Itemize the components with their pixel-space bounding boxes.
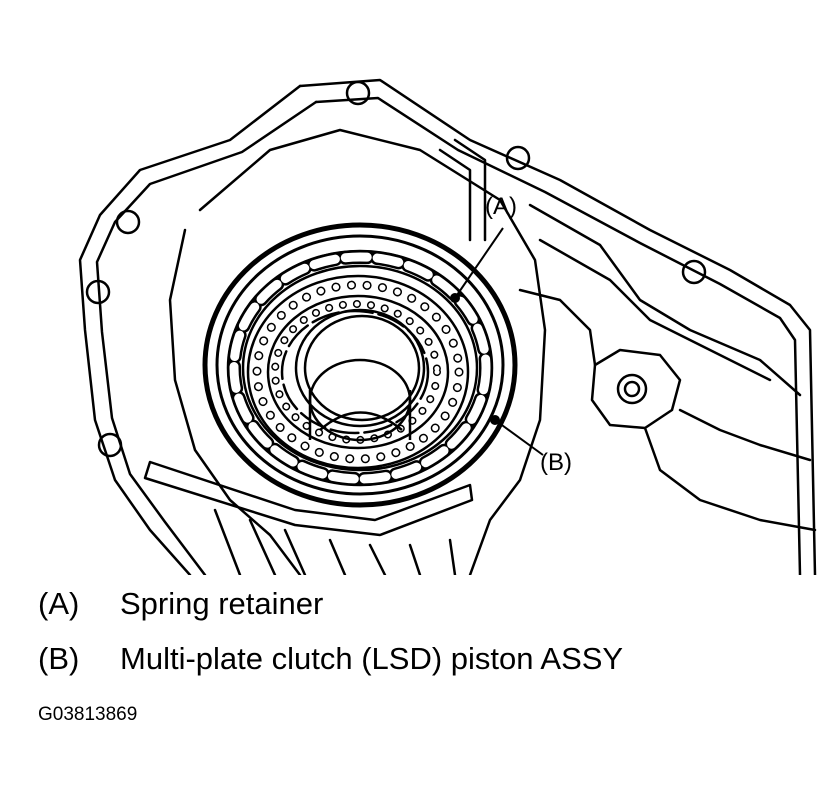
- spring-retainer-outer: [246, 274, 470, 470]
- bolt-hole: [345, 80, 371, 106]
- figure-code: G03813869: [38, 704, 138, 725]
- bolt-hole: [97, 432, 123, 458]
- clutch-piston-ring: [215, 234, 505, 496]
- legend-item-a: (A) Spring retainer: [38, 586, 323, 622]
- callout-a-leader: [454, 227, 504, 299]
- legend-key: (A): [38, 586, 80, 621]
- case-boss: [590, 348, 682, 430]
- case-flange-left: [78, 84, 302, 575]
- bolt-hole: [681, 259, 707, 285]
- retaining-tool: [143, 460, 474, 537]
- callout-b-label: (B): [540, 449, 572, 476]
- transmission-case-illustration: (A) (B): [78, 78, 817, 575]
- spring-retainer-hole-ring: [254, 282, 462, 462]
- bolt-hole: [115, 209, 141, 235]
- clutch-piston-outer-ring: [202, 222, 518, 508]
- bolt-hole: [505, 145, 531, 171]
- legend-label: Spring retainer: [120, 586, 324, 621]
- callout-b-leader: [494, 419, 544, 456]
- legend-key: (B): [38, 641, 80, 676]
- legend-label: Multi-plate clutch (LSD) piston ASSY: [120, 641, 624, 676]
- legend-item-b: (B) Multi-plate clutch (LSD) piston ASSY: [38, 641, 623, 677]
- case-flange-outline: [298, 78, 817, 575]
- callout-a-label: (A): [485, 193, 517, 220]
- bolt-hole: [85, 279, 111, 305]
- hub-outer: [294, 308, 426, 428]
- hub-bore: [308, 390, 412, 440]
